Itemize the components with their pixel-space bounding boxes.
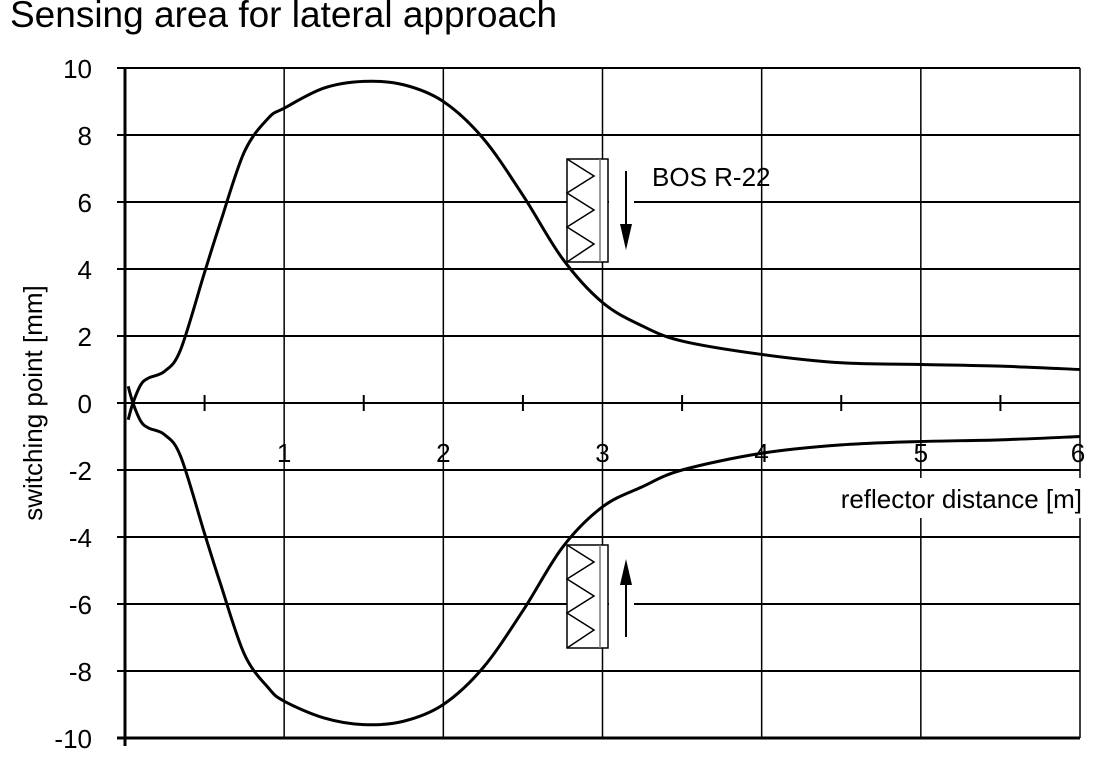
x-axis-label: reflector distance [m] [841, 484, 1082, 514]
reflector-body [566, 158, 609, 263]
y-tick-label: 10 [63, 54, 92, 84]
reflector-icon [565, 158, 634, 263]
reflector-zigzag [565, 544, 596, 649]
y-tick-label: -4 [69, 523, 92, 553]
reflector-body [566, 544, 609, 649]
arrow-up-head [620, 559, 632, 585]
y-axis-label: switching point [mm] [18, 285, 48, 521]
x-tick-label: 5 [914, 438, 928, 468]
x-tick-label: 1 [277, 438, 291, 468]
y-tick-label: -6 [69, 590, 92, 620]
chart-title: Sensing area for lateral approach [10, 0, 558, 35]
y-tick-label: -2 [69, 456, 92, 486]
y-tick-label: -8 [69, 657, 92, 687]
y-tick-label: 2 [78, 322, 92, 352]
x-tick-label: 2 [436, 438, 450, 468]
y-tick-label: 4 [78, 255, 92, 285]
x-tick-label: 6 [1071, 438, 1085, 468]
reflector-icon [565, 544, 634, 649]
y-tick-label: 6 [78, 188, 92, 218]
xlabel-bg [765, 478, 1085, 518]
y-tick-label: 0 [78, 389, 92, 419]
y-tick-label: -10 [54, 724, 92, 754]
annotation-label: BOS R-22 [652, 162, 771, 192]
reflector-zigzag [565, 158, 596, 263]
x-tick-label: 3 [595, 438, 609, 468]
arrow-bg [609, 565, 634, 635]
series-line-upper-boundary [126, 79, 1081, 421]
arrow-bg [609, 179, 634, 249]
series-line-lower-boundary [126, 385, 1081, 727]
y-tick-label: 8 [78, 121, 92, 151]
arrow-down-head [620, 224, 632, 250]
